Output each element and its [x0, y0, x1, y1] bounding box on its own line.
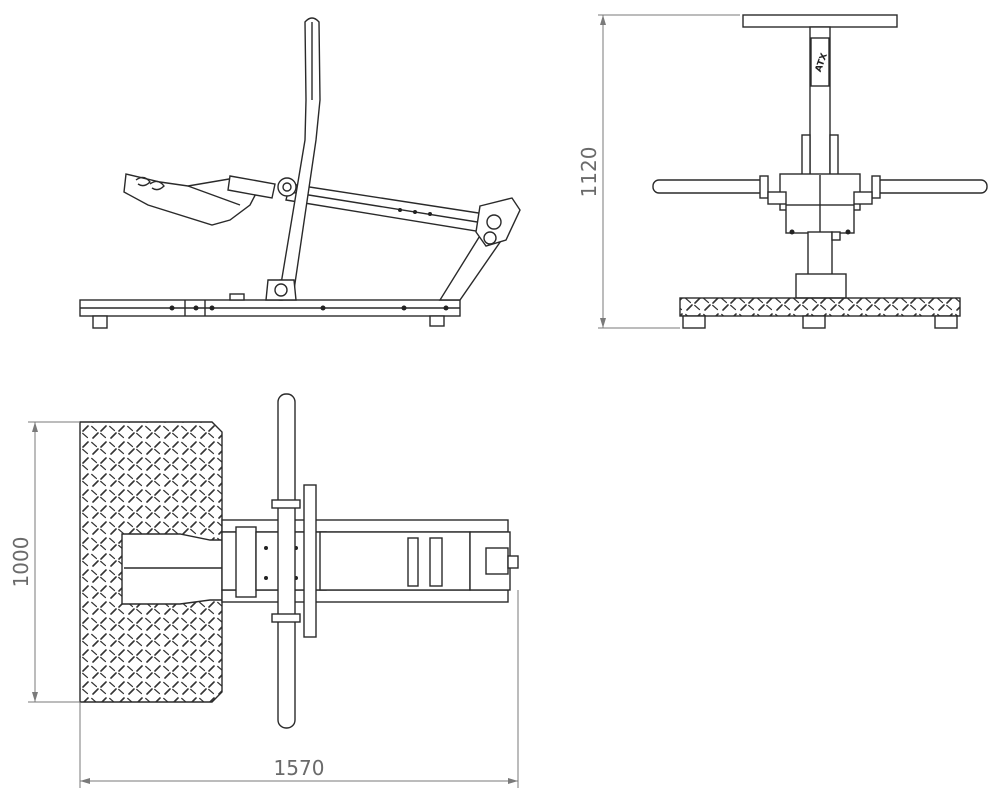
side-handle-post: [279, 17, 321, 291]
top-handle-bar: [277, 393, 296, 729]
top-view: 1000 1570: [9, 393, 519, 788]
side-foot-platform: [123, 173, 264, 226]
front-handle-left: [652, 179, 766, 194]
length-dimension-label: 1570: [274, 756, 325, 780]
depth-dimension-label: 1000: [9, 537, 33, 588]
front-top-bar: [742, 14, 898, 28]
top-platform-cutout: [121, 533, 223, 605]
front-base-plate: [679, 297, 961, 317]
front-foot-1: [682, 315, 706, 329]
top-center-carriage: [319, 531, 471, 591]
top-cross-plate: [303, 484, 317, 638]
top-frame-rail-lower: [221, 589, 509, 603]
front-foot-2: [802, 315, 826, 329]
side-foot-left: [92, 315, 108, 329]
front-foot-3: [934, 315, 958, 329]
front-handle-right: [874, 179, 988, 194]
side-view: [79, 17, 521, 329]
front-view: ATX 1120: [577, 14, 988, 329]
height-dimension-label: 1120: [577, 147, 601, 198]
side-foot-right: [429, 315, 445, 327]
top-frame-rail-upper: [221, 519, 509, 533]
